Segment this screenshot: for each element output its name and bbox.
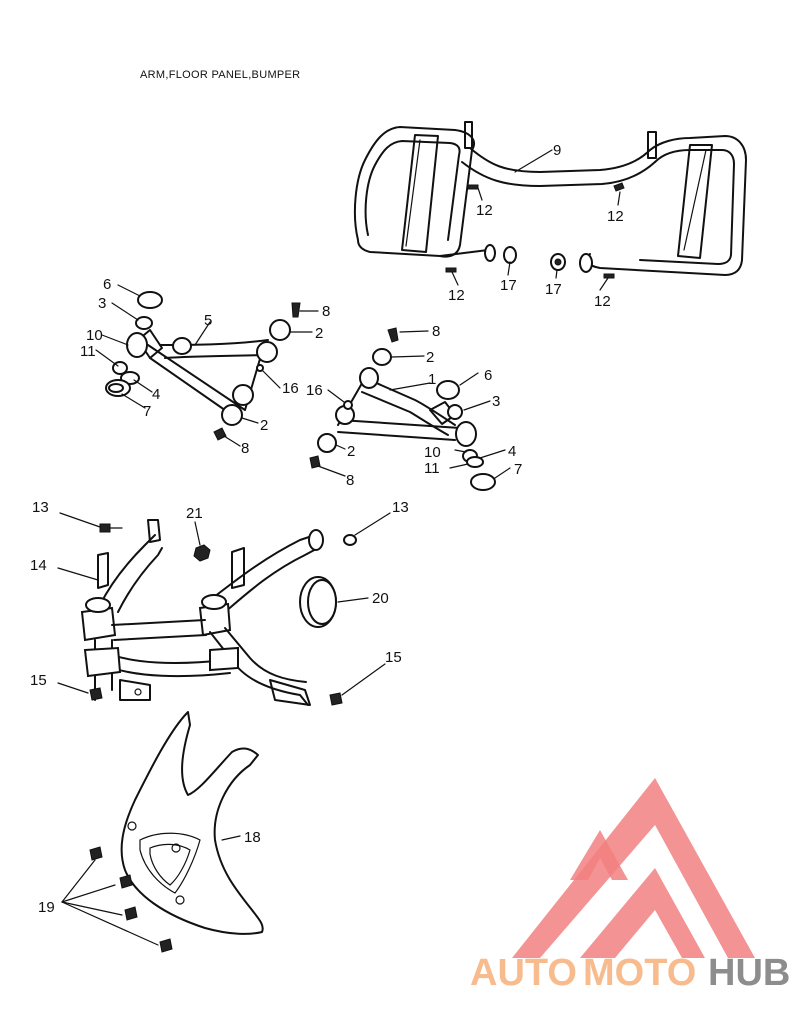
callout-21: 21 xyxy=(186,505,203,522)
callout-4: 4 xyxy=(152,386,160,403)
callout-2: 2 xyxy=(315,325,323,342)
automotohub-logo: AUTO MOTO HUB xyxy=(470,778,790,994)
logo-text-auto: AUTO xyxy=(470,952,577,994)
callout-8: 8 xyxy=(322,303,330,320)
callout-12: 12 xyxy=(476,202,493,219)
callout-13: 13 xyxy=(32,499,49,516)
front-bumper-frame xyxy=(57,512,391,706)
callout-16: 16 xyxy=(282,380,299,397)
callout-5: 5 xyxy=(204,312,212,329)
callout-13: 13 xyxy=(392,499,409,516)
callout-12: 12 xyxy=(448,287,465,304)
callout-6: 6 xyxy=(103,276,111,293)
callout-10: 10 xyxy=(424,444,441,461)
callout-17: 17 xyxy=(545,281,562,298)
left-a-arm-assembly xyxy=(95,284,319,447)
callout-2: 2 xyxy=(426,349,434,366)
callout-7: 7 xyxy=(143,403,151,420)
callout-3: 3 xyxy=(98,295,106,312)
callout-2: 2 xyxy=(260,417,268,434)
callout-8: 8 xyxy=(432,323,440,340)
diagram-title: ARM,FLOOR PANEL,BUMPER xyxy=(140,69,300,81)
logo-text-moto: MOTO xyxy=(583,952,696,994)
callout-4: 4 xyxy=(508,443,516,460)
callout-20: 20 xyxy=(372,590,389,607)
callout-14: 14 xyxy=(30,557,47,574)
callout-3: 3 xyxy=(492,393,500,410)
callout-8: 8 xyxy=(346,472,354,489)
callout-11: 11 xyxy=(424,460,440,477)
callout-15: 15 xyxy=(385,649,402,666)
callout-7: 7 xyxy=(514,461,522,478)
callout-labels: 9 12 12 12 12 17 17 6 3 5 8 2 10 11 4 7 … xyxy=(30,142,624,916)
callout-15: 15 xyxy=(30,672,47,689)
skid-plate xyxy=(61,711,264,953)
callout-6: 6 xyxy=(484,367,492,384)
callout-12: 12 xyxy=(607,208,624,225)
callout-2: 2 xyxy=(347,443,355,460)
callout-10: 10 xyxy=(86,327,103,344)
callout-11: 11 xyxy=(80,343,96,360)
callout-1: 1 xyxy=(428,371,436,388)
callout-9: 9 xyxy=(553,142,561,159)
callout-17: 17 xyxy=(500,277,517,294)
callout-18: 18 xyxy=(244,829,261,846)
callout-19: 19 xyxy=(38,899,55,916)
right-a-arm-assembly xyxy=(309,327,511,491)
rear-bumper-assembly xyxy=(353,121,747,291)
callout-16: 16 xyxy=(306,382,323,399)
callout-12: 12 xyxy=(594,293,611,310)
logo-text-hub: HUB xyxy=(708,952,790,994)
callout-8: 8 xyxy=(241,440,249,457)
